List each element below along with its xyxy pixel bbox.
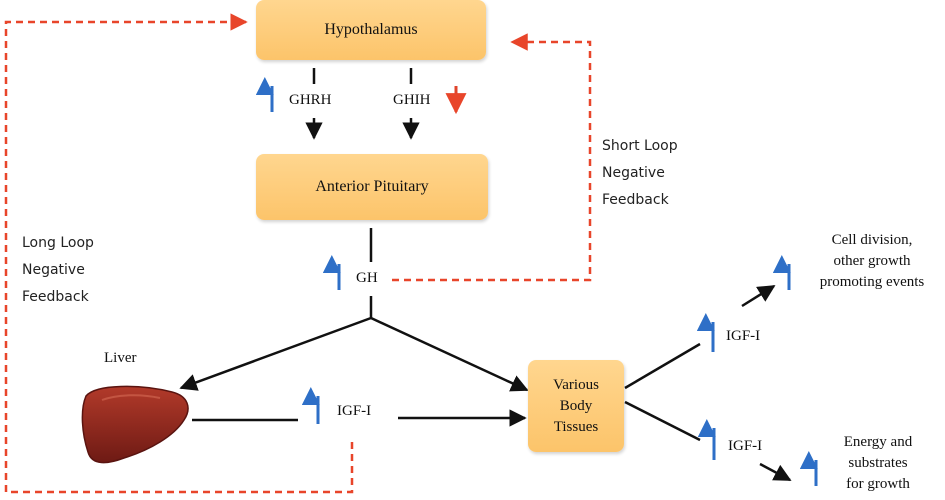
tissues-label: Various Body Tissues [553, 376, 599, 435]
long-loop-feedback-label: Long Loop Negative Feedback [22, 235, 94, 305]
gh-label: GH [356, 270, 378, 286]
ghrh-label: GHRH [289, 92, 332, 108]
hypothalamus-label: Hypothalamus [324, 21, 418, 38]
anterior-pituitary-box: Anterior Pituitary [256, 154, 488, 220]
anterior-pituitary-label: Anterior Pituitary [315, 178, 429, 195]
hypothalamus-box: Hypothalamus [256, 0, 486, 60]
energy-outcome-label: Energy and substrates for growth [843, 434, 913, 492]
long-loop-feedback-line [4, 13, 354, 494]
liver-icon [81, 385, 189, 464]
gh-to-tissues-arrow [370, 316, 529, 392]
liver-label: Liver [104, 350, 137, 366]
tissues-box: Various Body Tissues [528, 360, 624, 452]
growth-outcome-label: Cell division, other growth promoting ev… [819, 232, 925, 290]
ghih-label: GHIH [393, 92, 431, 108]
igf-lower-to-energy-arrow [759, 462, 792, 482]
igf-liver-label: IGF-I [337, 403, 372, 419]
short-loop-feedback-label: Short Loop Negative Feedback [602, 138, 678, 208]
igf-lower-label: IGF-I [728, 438, 763, 454]
short-loop-feedback-line [392, 33, 592, 282]
tissues-to-igf-lower [624, 400, 701, 442]
igf-upper-label: IGF-I [726, 328, 761, 344]
tissues-to-igf-upper [624, 342, 701, 390]
igf-upper-to-growth-arrow [741, 284, 776, 308]
gh-to-liver-arrow [179, 316, 372, 391]
